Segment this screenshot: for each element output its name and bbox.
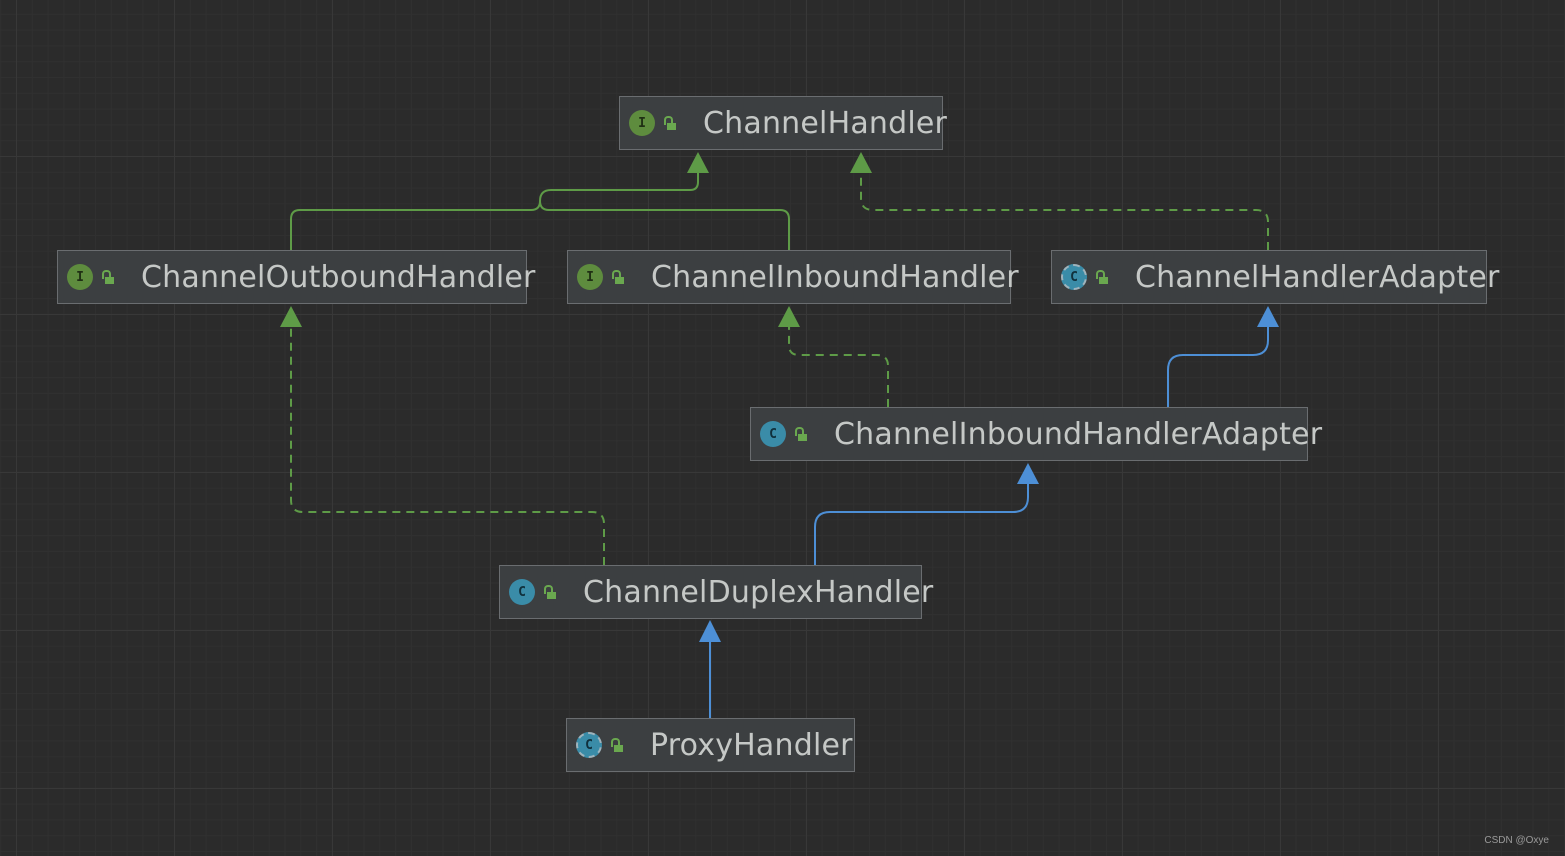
unlocked-public-icon [611, 270, 625, 284]
interface-icon: I [577, 264, 603, 290]
arrowhead-handler-adapter [1257, 306, 1279, 327]
interface-icon: I [629, 110, 655, 136]
edge-duplex-to-inbound-adapter [814, 483, 1029, 565]
arrowhead-channel-handler-right [850, 152, 872, 173]
node-label: ChannelHandlerAdapter [1135, 259, 1500, 295]
edge-duplex-to-outbound [290, 326, 605, 565]
unlocked-public-icon [610, 738, 624, 752]
interface-icon: I [67, 264, 93, 290]
node-proxy-handler[interactable]: C ProxyHandler [566, 718, 855, 772]
node-label: ChannelHandler [703, 105, 948, 141]
unlocked-public-icon [543, 585, 557, 599]
abstract-class-icon: C [1061, 264, 1087, 290]
node-label: ProxyHandler [650, 727, 853, 763]
class-icon: C [509, 579, 535, 605]
class-icon: C [760, 421, 786, 447]
edge-inbound-adapter-to-inbound [788, 326, 889, 407]
node-label: ChannelOutboundHandler [141, 259, 536, 295]
edge-handler-adapter-to-handler [860, 172, 1269, 250]
node-channel-inbound-handler-adapter[interactable]: C ChannelInboundHandlerAdapter [750, 407, 1322, 461]
node-channel-handler-adapter[interactable]: C ChannelHandlerAdapter [1051, 250, 1499, 304]
watermark: CSDN @Oxye [1484, 835, 1549, 846]
node-label: ChannelInboundHandler [651, 259, 1019, 295]
arrowhead-outbound-handler [280, 306, 302, 327]
arrowhead-duplex-handler [699, 620, 721, 642]
unlocked-public-icon [101, 270, 115, 284]
node-channel-handler[interactable]: I ChannelHandler [619, 96, 947, 150]
node-channel-outbound-handler[interactable]: I ChannelOutboundHandler [57, 250, 535, 304]
unlocked-public-icon [1095, 270, 1109, 284]
edge-inbound-adapter-to-handler-adapter [1167, 326, 1269, 407]
arrowhead-channel-handler-left [687, 152, 709, 173]
unlocked-public-icon [794, 427, 808, 441]
abstract-class-icon: C [576, 732, 602, 758]
unlocked-public-icon [663, 116, 677, 130]
node-channel-inbound-handler[interactable]: I ChannelInboundHandler [567, 250, 1019, 304]
node-label: ChannelDuplexHandler [583, 574, 934, 610]
arrowhead-inbound-handler [778, 306, 800, 327]
arrowhead-inbound-adapter [1017, 463, 1039, 484]
node-channel-duplex-handler[interactable]: C ChannelDuplexHandler [499, 565, 933, 619]
edge-inbound-to-handler [539, 200, 790, 250]
node-label: ChannelInboundHandlerAdapter [834, 416, 1323, 452]
